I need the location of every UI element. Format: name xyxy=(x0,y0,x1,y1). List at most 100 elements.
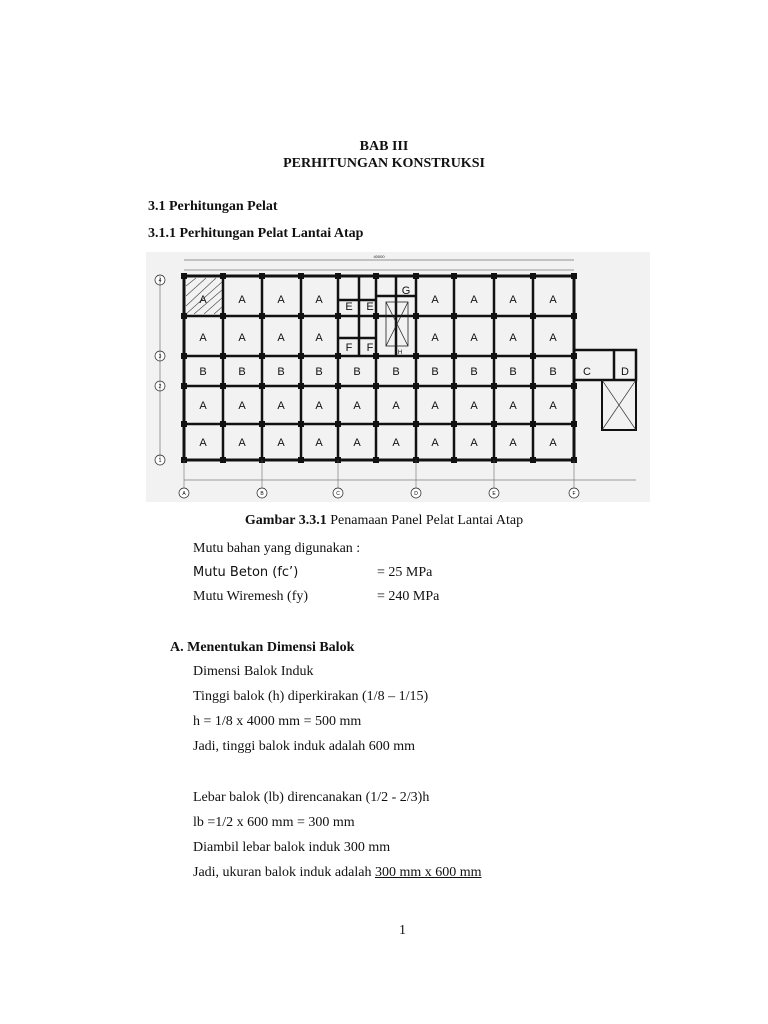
grid-label-column: C xyxy=(336,491,340,497)
column-block xyxy=(220,313,226,319)
svg-text:A: A xyxy=(470,437,478,449)
column-block xyxy=(259,353,265,359)
column-block xyxy=(181,421,187,427)
svg-text:A: A xyxy=(238,437,246,449)
column-block xyxy=(571,421,577,427)
section-a-line: Tinggi balok (h) diperkirakan (1/8 – 1/1… xyxy=(193,689,429,704)
grid-label-column: F xyxy=(572,491,575,497)
svg-text:B: B xyxy=(431,366,438,378)
column-block xyxy=(530,421,536,427)
svg-text:A: A xyxy=(509,294,517,306)
grid-bubble xyxy=(332,487,344,499)
column-block xyxy=(491,313,497,319)
floor-plan-figure: 40000 xyxy=(146,252,650,502)
svg-text:A: A xyxy=(238,294,246,306)
section-heading: 3.1 Perhitungan Pelat xyxy=(148,199,278,214)
overall-dimension: 40000 xyxy=(373,254,385,259)
section-a-line: lb =1/2 x 600 mm = 300 mm xyxy=(193,815,355,830)
svg-text:B: B xyxy=(353,366,360,378)
section-a-heading: A. Menentukan Dimensi Balok xyxy=(170,640,355,655)
column-block xyxy=(373,383,379,389)
column-block xyxy=(335,273,341,279)
subsection-heading: 3.1.1 Perhitungan Pelat Lantai Atap xyxy=(148,226,364,241)
wiremesh-value: = 240 MPa xyxy=(377,589,440,604)
svg-text:A: A xyxy=(199,400,207,412)
svg-text:B: B xyxy=(392,366,399,378)
column-block xyxy=(530,383,536,389)
svg-text:E: E xyxy=(366,301,373,313)
svg-text:A: A xyxy=(277,294,285,306)
final-prefix: Jadi, ukuran balok induk adalah xyxy=(193,865,375,880)
svg-text:A: A xyxy=(315,294,323,306)
grid-bubble xyxy=(178,487,190,499)
svg-text:A: A xyxy=(277,437,285,449)
final-value: 300 mm x 600 mm xyxy=(374,865,482,880)
column-block xyxy=(220,353,226,359)
svg-text:A: A xyxy=(549,332,557,344)
svg-text:A: A xyxy=(549,294,557,306)
page-number: 1 xyxy=(399,923,406,938)
section-a-line: h = 1/8 x 4000 mm = 500 mm xyxy=(193,714,362,729)
column-block xyxy=(298,421,304,427)
svg-text:C: C xyxy=(583,366,591,378)
svg-text:D: D xyxy=(621,366,629,378)
svg-text:B: B xyxy=(315,366,322,378)
svg-text:A: A xyxy=(431,294,439,306)
column-block xyxy=(220,383,226,389)
grid-bubble xyxy=(488,487,500,499)
column-block xyxy=(530,313,536,319)
column-block xyxy=(413,313,419,319)
column-block xyxy=(259,421,265,427)
svg-text:A: A xyxy=(509,437,517,449)
svg-text:F: F xyxy=(346,342,353,354)
column-block xyxy=(181,383,187,389)
column-block xyxy=(298,457,304,463)
column-block xyxy=(491,353,497,359)
column-block xyxy=(571,313,577,319)
column-block xyxy=(373,457,379,463)
svg-text:B: B xyxy=(277,366,284,378)
section-a-line: Jadi, tinggi balok induk adalah 600 mm xyxy=(193,739,416,754)
wiremesh-label: Mutu Wiremesh (fy) xyxy=(193,589,309,604)
svg-text:B: B xyxy=(199,366,206,378)
column-block xyxy=(373,313,379,319)
column-block xyxy=(259,383,265,389)
svg-text:A: A xyxy=(353,437,361,449)
column-block xyxy=(451,421,457,427)
svg-text:A: A xyxy=(392,437,400,449)
column-block xyxy=(451,313,457,319)
column-block xyxy=(413,383,419,389)
column-block xyxy=(220,457,226,463)
svg-text:G: G xyxy=(402,285,411,297)
caption-label: Gambar 3.3.1 xyxy=(244,513,327,528)
chapter-number: BAB III xyxy=(359,139,409,154)
svg-text:A: A xyxy=(277,332,285,344)
column-block xyxy=(413,421,419,427)
column-block xyxy=(335,353,341,359)
beton-value: = 25 MPa xyxy=(377,565,433,580)
column-block xyxy=(530,457,536,463)
column-block xyxy=(220,273,226,279)
svg-text:A: A xyxy=(509,332,517,344)
column-block xyxy=(335,421,341,427)
svg-text:A: A xyxy=(238,400,246,412)
column-block xyxy=(491,421,497,427)
grid-label-row: 1 xyxy=(159,458,162,464)
svg-text:A: A xyxy=(315,437,323,449)
column-block xyxy=(530,273,536,279)
column-block xyxy=(373,353,379,359)
svg-text:B: B xyxy=(238,366,245,378)
svg-text:A: A xyxy=(431,400,439,412)
svg-text:A: A xyxy=(431,332,439,344)
figure-caption: Gambar 3.3.1 Penamaan Panel Pelat Lantai… xyxy=(0,513,768,529)
section-a-final: Jadi, ukuran balok induk adalah 300 mm x… xyxy=(193,865,482,881)
column-block xyxy=(571,273,577,279)
svg-text:A: A xyxy=(315,400,323,412)
column-block xyxy=(181,273,187,279)
svg-text:A: A xyxy=(392,400,400,412)
column-block xyxy=(451,457,457,463)
section-a-line: Diambil lebar balok induk 300 mm xyxy=(193,840,391,855)
svg-text:A: A xyxy=(315,332,323,344)
column-block xyxy=(451,273,457,279)
beton-label: Mutu Beton (fc’) xyxy=(193,565,299,580)
